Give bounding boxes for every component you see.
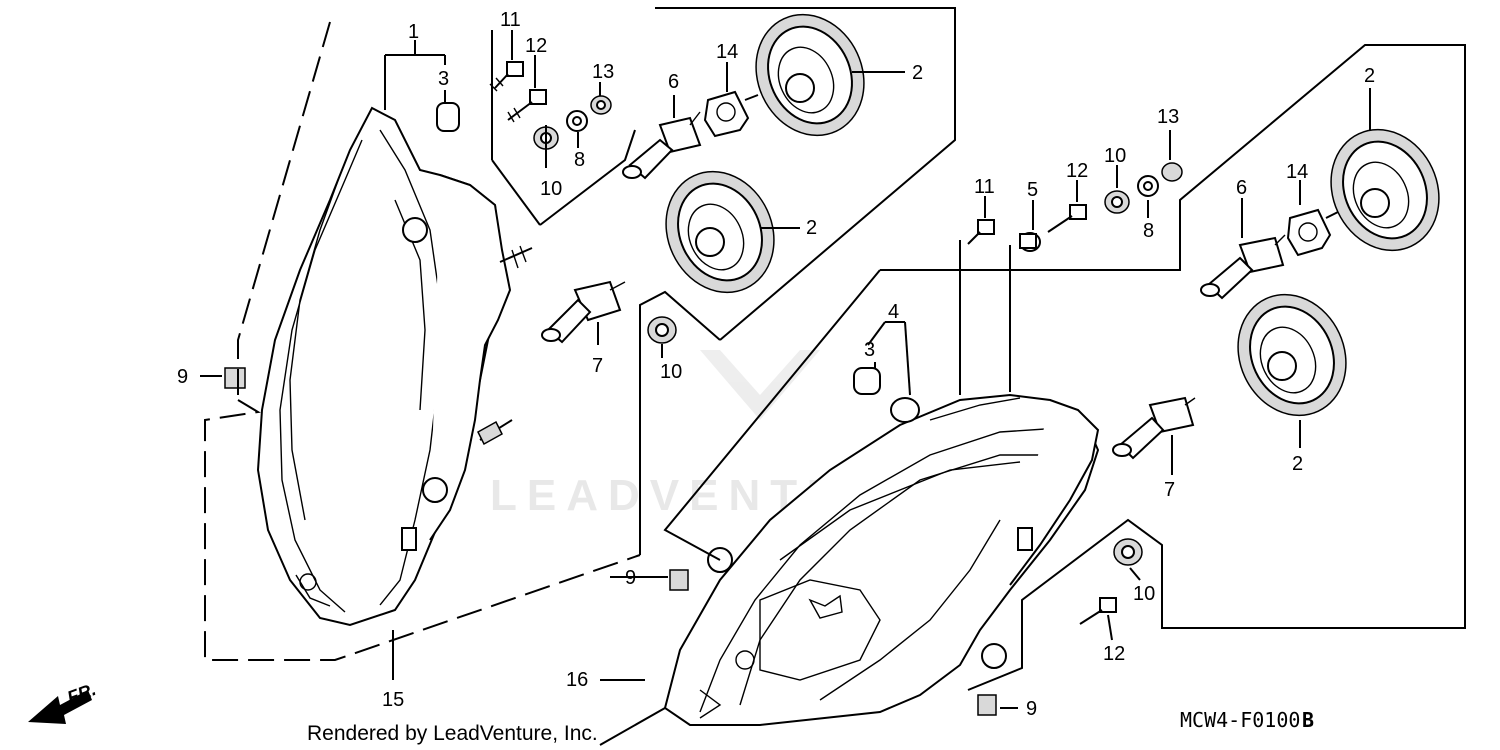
callout-7: 7: [592, 355, 603, 377]
nut-part-11: [506, 61, 524, 77]
callout-3: 3: [864, 339, 875, 361]
front-direction-marker: FR.: [28, 679, 99, 724]
clip-part-9: [224, 367, 246, 389]
leader-lines: [200, 7, 1466, 746]
callout-2: 2: [1364, 65, 1375, 87]
left-headlight-housing: [256, 106, 533, 627]
bulb-part-7-right: [1112, 396, 1196, 460]
callout-9: 9: [177, 366, 188, 388]
callout-4: 4: [888, 301, 899, 323]
callout-7: 7: [1164, 479, 1175, 501]
bolt-part-12: [529, 89, 547, 105]
arrow-left-icon: [28, 690, 92, 724]
reflector-part-2a: [755, 13, 865, 137]
callout-12: 12: [1103, 643, 1125, 665]
callout-10: 10: [1133, 583, 1155, 605]
left-small-parts: [224, 61, 677, 389]
reflector-part-2c: [1330, 128, 1440, 252]
callout-6: 6: [1236, 177, 1247, 199]
callout-10: 10: [1104, 145, 1126, 167]
credit-text: Rendered by LeadVenture, Inc.: [307, 722, 598, 745]
diagram-code-suffix: B: [1302, 708, 1314, 732]
callout-10: 10: [540, 178, 562, 200]
collar-part: [436, 102, 460, 132]
callout-11: 11: [500, 9, 521, 31]
callout-11: 11: [974, 176, 995, 198]
callout-5: 5: [1027, 179, 1038, 201]
callout-2: 2: [1292, 453, 1303, 475]
callout-12: 12: [1066, 160, 1088, 182]
callout-13: 13: [1157, 106, 1179, 128]
bulb-part-7-left: [541, 280, 626, 344]
callout-8: 8: [1143, 220, 1154, 242]
diagram-code: MCW4-F0100: [1180, 708, 1300, 732]
bulb-part-6-left: [622, 111, 702, 180]
callout-6: 6: [668, 71, 679, 93]
callout-14: 14: [1286, 161, 1308, 183]
bulb-part-6-right: [1200, 234, 1286, 300]
right-headlight-housing: [663, 393, 1100, 726]
callout-9: 9: [1026, 698, 1037, 720]
callout-10: 10: [660, 361, 682, 383]
reflector-part-2b: [665, 170, 775, 294]
callout-15: 15: [382, 689, 404, 711]
callout-3: 3: [438, 68, 449, 90]
callout-16: 16: [566, 669, 588, 691]
callout-2: 2: [912, 62, 923, 84]
socket-part-14-right: [1286, 208, 1339, 257]
socket-part-14-left: [703, 90, 759, 138]
direction-label: FR.: [65, 679, 99, 708]
callout-9: 9: [625, 567, 636, 589]
callout-1: 1: [408, 21, 419, 43]
callout-2: 2: [806, 217, 817, 239]
callout-12: 12: [525, 35, 547, 57]
callout-13: 13: [592, 61, 614, 83]
callout-8: 8: [574, 149, 585, 171]
callout-14: 14: [716, 41, 738, 63]
callout-labels: 1 3 11 12 13 6 14 2 2 8 10 7 10 9 15 11 …: [177, 9, 1375, 720]
reflector-part-2d: [1237, 293, 1347, 417]
right-small-parts: [669, 162, 1183, 716]
